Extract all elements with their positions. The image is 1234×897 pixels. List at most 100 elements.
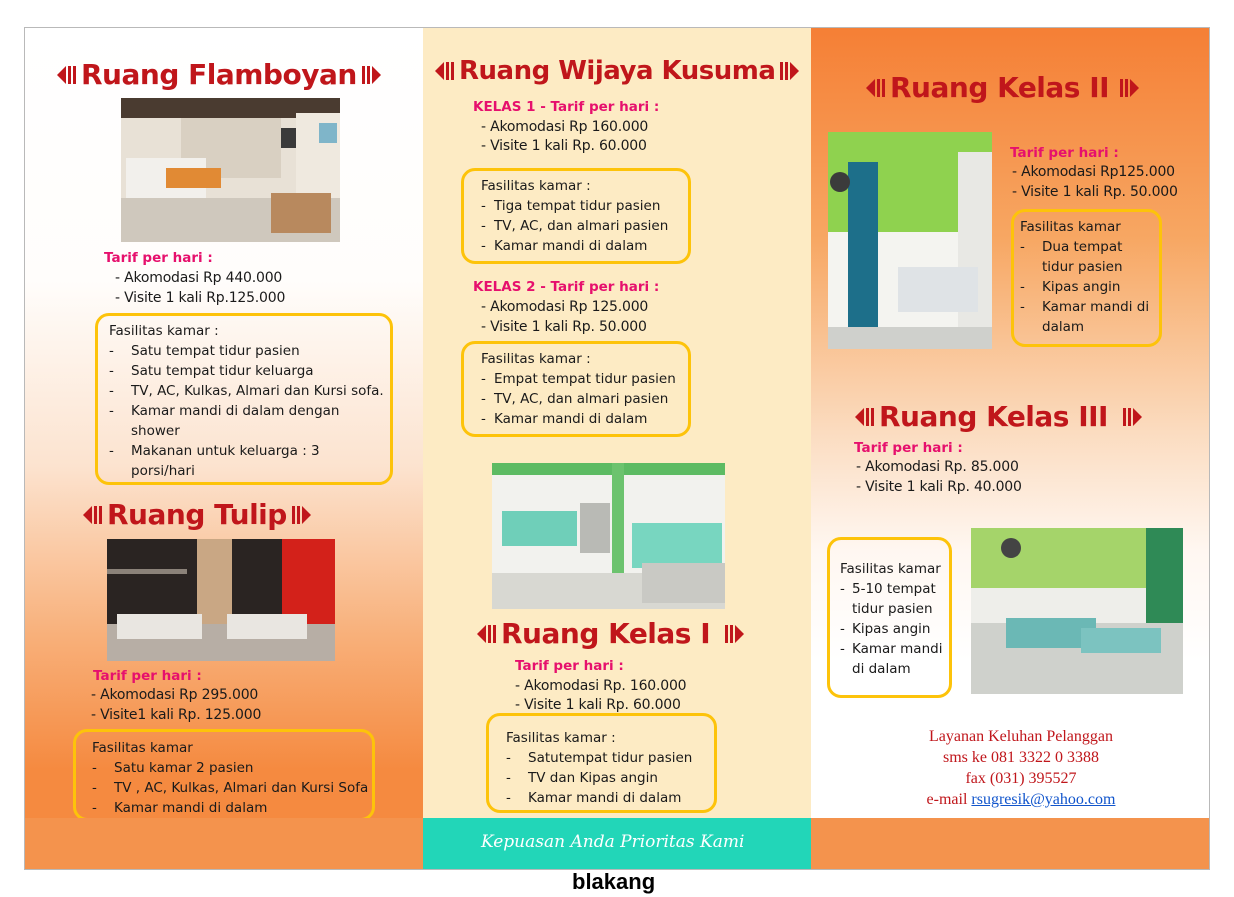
fasilitas-item: -5-10 tempat <box>840 581 936 597</box>
visite-text: - Visite 1 kali Rp. 40.000 <box>856 479 1022 495</box>
fasilitas-box-kelas2-room: Fasilitas kamar -Dua tempat tidur pasien… <box>1011 209 1162 347</box>
fasilitas-item: -TV , AC, Kulkas, Almari dan Kursi Sofa <box>92 780 369 796</box>
tarif-label: Tarif per hari : <box>1010 145 1119 161</box>
kelas1-tarif-label: KELAS 1 - Tarif per hari : <box>473 99 660 115</box>
arrow-left-icon <box>83 505 103 524</box>
fasilitas-box-kelas2: Fasilitas kamar : -Empat tempat tidur pa… <box>461 341 691 437</box>
fasilitas-item: -Satutempat tidur pasien <box>506 750 693 766</box>
fasilitas-item: -Kipas angin <box>1020 279 1121 295</box>
visite-text: - Visite 1 kali Rp.125.000 <box>115 290 286 306</box>
arrow-left-icon <box>855 407 875 426</box>
arrow-right-icon <box>724 624 745 643</box>
tarif-label: Tarif per hari : <box>104 250 213 266</box>
fasilitas-item-cont: di dalam <box>852 661 911 677</box>
fasilitas-item: -Kamar mandi di dalam <box>506 790 682 806</box>
title-text: Ruang Kelas I <box>501 617 711 650</box>
arrow-left-icon <box>435 62 455 80</box>
slogan: Kepuasan Anda Prioritas Kami <box>481 832 745 852</box>
tarif-label: Tarif per hari : <box>93 668 202 684</box>
fasilitas-item: -TV, AC, Kulkas, Almari dan Kursi sofa. <box>109 383 384 399</box>
contact-fax: fax (031) 395527 <box>965 770 1077 787</box>
fasilitas-title: Fasilitas kamar <box>92 740 193 756</box>
title-text: Ruang Tulip <box>107 498 287 531</box>
visite-text: - Visite 1 kali Rp. 60.000 <box>515 697 681 713</box>
title-text: Ruang Kelas II <box>890 71 1110 104</box>
fasilitas-item: -Empat tempat tidur pasien <box>481 371 676 387</box>
brochure-sheet: Ruang Flamboyan Tarif per hari : - Akomo… <box>24 27 1210 870</box>
fasilitas-item: -TV, AC, dan almari pasien <box>481 391 669 407</box>
title-text: Ruang Wijaya Kusuma <box>459 56 776 86</box>
fasilitas-item: -TV dan Kipas angin <box>506 770 658 786</box>
akomodasi-text: - Akomodasi Rp 440.000 <box>115 270 283 286</box>
contact-email-row: e-mail rsugresik@yahoo.com <box>901 789 1141 810</box>
arrow-right-icon <box>361 65 381 84</box>
arrow-right-icon <box>1119 78 1140 97</box>
contact-title: Layanan Keluhan Pelanggan <box>929 728 1113 745</box>
fasilitas-item: -Satu tempat tidur pasien <box>109 343 300 359</box>
fasilitas-box-kelas1-room: Fasilitas kamar : -Satutempat tidur pasi… <box>486 713 717 813</box>
title-kelas-2: Ruang Kelas II <box>866 71 1140 104</box>
fasilitas-title: Fasilitas kamar : <box>481 178 591 194</box>
fasilitas-item-cont: tidur pasien <box>852 601 933 617</box>
akomodasi-text: - Akomodasi Rp. 160.000 <box>515 678 687 694</box>
page-caption: blakang <box>572 869 656 894</box>
fasilitas-item-cont: porsi/hari <box>131 463 195 479</box>
arrow-right-icon <box>1122 407 1142 426</box>
fasilitas-item: -Kamar mandi di dalam dengan <box>109 403 340 419</box>
visite-text: - Visite 1 kali Rp. 60.000 <box>481 138 647 154</box>
title-kelas-3: Ruang Kelas III <box>855 400 1142 433</box>
title-flamboyan: Ruang Flamboyan <box>57 58 381 91</box>
photo-kelas2-room <box>828 132 992 349</box>
arrow-left-icon <box>866 78 886 97</box>
email-link[interactable]: rsugresik@yahoo.com <box>971 791 1116 808</box>
photo-tulip-room <box>107 539 335 661</box>
contact-sms: sms ke 081 3322 0 3388 <box>943 749 1099 766</box>
visite-text: - Visite 1 kali Rp. 50.000 <box>1012 184 1178 200</box>
fasilitas-item: -Dua tempat <box>1020 239 1123 255</box>
kelas2-tarif-label: KELAS 2 - Tarif per hari : <box>473 279 660 295</box>
fasilitas-item: -Kamar mandi di <box>1020 299 1150 315</box>
fasilitas-item: -Kamar mandi di dalam <box>481 238 648 254</box>
arrow-right-icon <box>779 62 800 80</box>
fasilitas-item: -Makanan untuk keluarga : 3 <box>109 443 320 459</box>
title-wijaya-kusuma: Ruang Wijaya Kusuma <box>435 56 800 86</box>
title-text: Ruang Flamboyan <box>81 58 357 91</box>
tarif-label: Tarif per hari : <box>515 658 624 674</box>
fasilitas-title: Fasilitas kamar <box>1020 219 1121 235</box>
arrow-left-icon <box>477 624 497 643</box>
akomodasi-text: - Akomodasi Rp 295.000 <box>91 687 259 703</box>
footer-band-middle: Kepuasan Anda Prioritas Kami <box>423 818 811 869</box>
contact-block: Layanan Keluhan Pelanggan sms ke 081 332… <box>901 726 1141 810</box>
photo-kelas3-room <box>971 528 1183 694</box>
akomodasi-text: - Akomodasi Rp 125.000 <box>481 299 649 315</box>
fasilitas-title: Fasilitas kamar : <box>109 323 219 339</box>
fasilitas-title: Fasilitas kamar <box>840 561 941 577</box>
fasilitas-item: -Kamar mandi <box>840 641 943 657</box>
panel-right: Ruang Kelas II Tarif per hari : - Akomod… <box>811 28 1209 869</box>
photo-flamboyan-room <box>121 98 340 242</box>
arrow-left-icon <box>57 65 77 84</box>
photo-kelas1-room <box>492 463 725 609</box>
panel-left: Ruang Flamboyan Tarif per hari : - Akomo… <box>25 28 423 869</box>
akomodasi-text: - Akomodasi Rp. 85.000 <box>856 459 1019 475</box>
fasilitas-item: -Tiga tempat tidur pasien <box>481 198 661 214</box>
email-label: e-mail <box>926 791 968 808</box>
akomodasi-text: - Akomodasi Rp125.000 <box>1012 164 1175 180</box>
arrow-right-icon <box>291 505 311 524</box>
fasilitas-item: -Kipas angin <box>840 621 931 637</box>
fasilitas-item: -Satu kamar 2 pasien <box>92 760 254 776</box>
fasilitas-item: -Kamar mandi di dalam <box>481 411 648 427</box>
footer-band-left <box>25 818 423 869</box>
footer-band-right <box>811 818 1209 869</box>
fasilitas-item-cont: tidur pasien <box>1042 259 1123 275</box>
fasilitas-item-cont: dalam <box>1042 319 1085 335</box>
fasilitas-title: Fasilitas kamar : <box>506 730 616 746</box>
title-tulip: Ruang Tulip <box>83 498 311 531</box>
fasilitas-box-tulip: Fasilitas kamar -Satu kamar 2 pasien -TV… <box>73 729 375 821</box>
visite-text: - Visite1 kali Rp. 125.000 <box>91 707 262 723</box>
fasilitas-box-kelas3-room: Fasilitas kamar -5-10 tempat tidur pasie… <box>827 537 952 698</box>
tarif-label: Tarif per hari : <box>854 440 963 456</box>
fasilitas-item: -Kamar mandi di dalam <box>92 800 268 816</box>
akomodasi-text: - Akomodasi Rp 160.000 <box>481 119 649 135</box>
fasilitas-item: -TV, AC, dan almari pasien <box>481 218 669 234</box>
